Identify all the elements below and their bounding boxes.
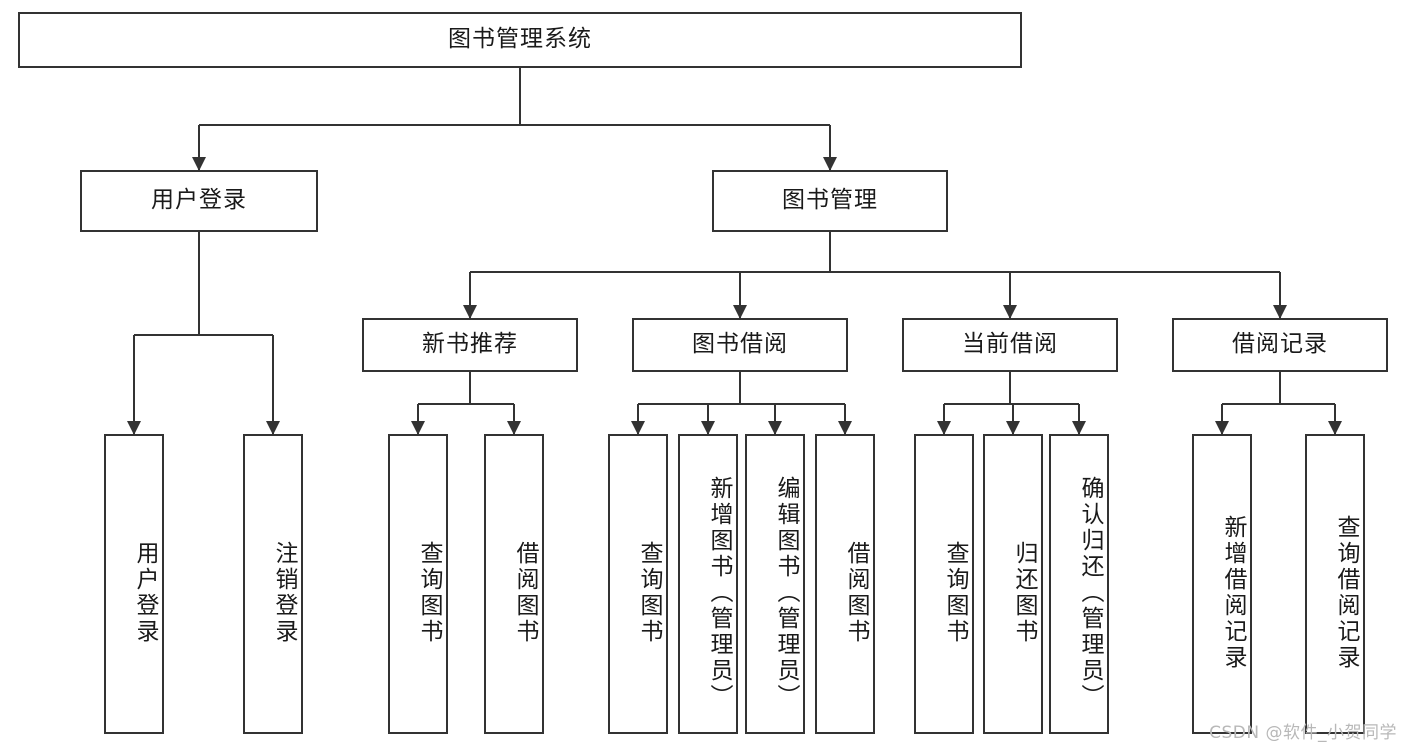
connector-arrowhead <box>507 421 521 435</box>
node-label: 图书管理系统 <box>448 26 592 53</box>
node-leaf-borrow-book[interactable]: 借阅图书 <box>815 434 875 734</box>
node-label: 确认归还（管理员） <box>1077 476 1103 710</box>
node-leaf-confirm-return-admin[interactable]: 确认归还（管理员） <box>1049 434 1109 734</box>
node-leaf-return-book[interactable]: 归还图书 <box>983 434 1043 734</box>
node-label: 查询图书 <box>942 541 968 645</box>
connector-arrowhead <box>1006 421 1020 435</box>
connector-vertical <box>1279 372 1281 404</box>
node-leaf-query-book-recommend[interactable]: 查询图书 <box>388 434 448 734</box>
node-user-login[interactable]: 用户登录 <box>80 170 318 232</box>
connector-horizontal <box>944 403 1079 405</box>
connector-horizontal <box>199 124 830 126</box>
connector-vertical <box>739 372 741 404</box>
node-leaf-user-login[interactable]: 用户登录 <box>104 434 164 734</box>
node-label: 图书借阅 <box>692 331 788 358</box>
node-label: 归还图书 <box>1011 541 1037 645</box>
connector-vertical <box>198 232 200 335</box>
connector-vertical <box>1009 372 1011 404</box>
connector-horizontal <box>1222 403 1335 405</box>
connector-vertical <box>739 272 741 318</box>
node-new-book-recommend[interactable]: 新书推荐 <box>362 318 578 372</box>
connector-arrowhead <box>192 157 206 171</box>
connector-horizontal <box>638 403 845 405</box>
node-label: 注销登录 <box>271 541 297 645</box>
connector-horizontal <box>470 271 1280 273</box>
connector-vertical <box>707 404 709 434</box>
node-label: 查询图书 <box>636 541 662 645</box>
node-leaf-borrow-book-recommend[interactable]: 借阅图书 <box>484 434 544 734</box>
node-leaf-add-borrow-record[interactable]: 新增借阅记录 <box>1192 434 1252 734</box>
node-label: 编辑图书（管理员） <box>773 476 799 710</box>
connector-arrowhead <box>463 305 477 319</box>
connector-vertical <box>1221 404 1223 434</box>
node-label: 用户登录 <box>132 541 158 645</box>
connector-arrowhead <box>1072 421 1086 435</box>
connector-arrowhead <box>1215 421 1229 435</box>
node-leaf-add-book-admin[interactable]: 新增图书（管理员） <box>678 434 738 734</box>
connector-vertical <box>417 404 419 434</box>
node-leaf-query-book-current[interactable]: 查询图书 <box>914 434 974 734</box>
connector-arrowhead <box>1328 421 1342 435</box>
node-label: 借阅记录 <box>1232 331 1328 358</box>
connector-vertical <box>1078 404 1080 434</box>
node-leaf-edit-book-admin[interactable]: 编辑图书（管理员） <box>745 434 805 734</box>
connector-vertical <box>829 232 831 272</box>
node-leaf-query-book-borrow[interactable]: 查询图书 <box>608 434 668 734</box>
connector-vertical <box>774 404 776 434</box>
connector-vertical <box>1334 404 1336 434</box>
node-label: 当前借阅 <box>962 331 1058 358</box>
connector-vertical <box>469 372 471 404</box>
connector-arrowhead <box>838 421 852 435</box>
connector-arrowhead <box>937 421 951 435</box>
node-leaf-logout[interactable]: 注销登录 <box>243 434 303 734</box>
node-label: 新增借阅记录 <box>1220 515 1246 671</box>
connector-vertical <box>1279 272 1281 318</box>
connector-arrowhead <box>768 421 782 435</box>
connector-horizontal <box>134 334 273 336</box>
node-leaf-query-borrow-record[interactable]: 查询借阅记录 <box>1305 434 1365 734</box>
node-label: 新增图书（管理员） <box>706 476 732 710</box>
connector-vertical <box>513 404 515 434</box>
connector-arrowhead <box>701 421 715 435</box>
connector-arrowhead <box>733 305 747 319</box>
node-label: 新书推荐 <box>422 331 518 358</box>
node-label: 查询借阅记录 <box>1333 515 1359 671</box>
connector-vertical <box>133 335 135 434</box>
node-label: 查询图书 <box>416 541 442 645</box>
node-borrow-record[interactable]: 借阅记录 <box>1172 318 1388 372</box>
connector-vertical <box>469 272 471 318</box>
connector-vertical <box>943 404 945 434</box>
connector-vertical <box>1009 272 1011 318</box>
connector-vertical <box>637 404 639 434</box>
connector-arrowhead <box>1003 305 1017 319</box>
connector-vertical <box>519 68 521 125</box>
node-book-borrow[interactable]: 图书借阅 <box>632 318 848 372</box>
connector-horizontal <box>418 403 514 405</box>
connector-arrowhead <box>266 421 280 435</box>
node-label: 图书管理 <box>782 187 878 214</box>
connector-vertical <box>272 335 274 434</box>
connector-vertical <box>829 125 831 170</box>
connector-arrowhead <box>1273 305 1287 319</box>
node-current-borrow[interactable]: 当前借阅 <box>902 318 1118 372</box>
watermark-credit: CSDN @软件_小贺同学 <box>1209 723 1397 743</box>
connector-vertical <box>844 404 846 434</box>
connector-vertical <box>198 125 200 170</box>
connector-arrowhead <box>823 157 837 171</box>
node-root-system[interactable]: 图书管理系统 <box>18 12 1022 68</box>
node-label: 用户登录 <box>151 187 247 214</box>
node-book-manage[interactable]: 图书管理 <box>712 170 948 232</box>
connector-arrowhead <box>411 421 425 435</box>
connector-arrowhead <box>127 421 141 435</box>
connector-vertical <box>1012 404 1014 434</box>
node-label: 借阅图书 <box>843 541 869 645</box>
connector-arrowhead <box>631 421 645 435</box>
node-label: 借阅图书 <box>512 541 538 645</box>
